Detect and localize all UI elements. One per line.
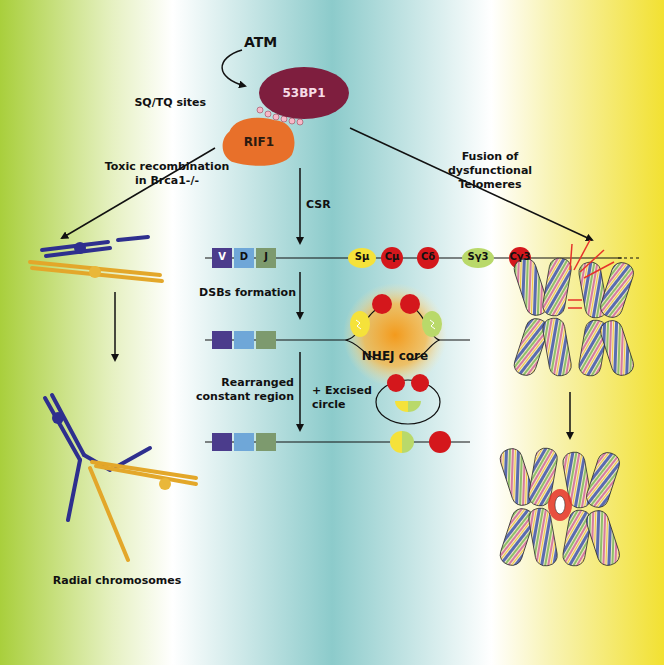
diagram-label: Cμ — [379, 251, 405, 264]
diagram-label: + Excised circle — [312, 384, 372, 412]
protein-blob: RIF1 — [220, 116, 298, 168]
diagram-label: ATM — [244, 34, 294, 52]
diagram-label: Toxic recombination in Brca1-/- — [102, 160, 232, 188]
diagram-label: Sγ3 — [460, 251, 496, 264]
diagram-label: SQ/TQ sites — [126, 96, 206, 110]
diagram-label: D — [234, 251, 254, 264]
diagram-label: CSR — [306, 198, 346, 212]
diagram-label: Sμ — [346, 251, 378, 264]
diagram-label: J — [256, 251, 276, 264]
diagram-label: Rearranged constant region — [196, 376, 294, 404]
diagram-label: Radial chromosomes — [42, 574, 192, 588]
complex-label: NHEJ core — [350, 342, 440, 370]
diagram-label: DSBs formation — [196, 286, 296, 300]
node-outline — [223, 118, 295, 166]
diagram-label: Cδ — [415, 251, 441, 264]
node-text: NHEJ core — [358, 347, 432, 365]
node-text: RIF1 — [240, 133, 278, 151]
diagram-label: Fusion of dysfunctional Telomeres — [420, 150, 560, 191]
node-outline — [259, 67, 349, 119]
node-text: 53BP1 — [279, 84, 330, 102]
diagram-label: V — [212, 251, 232, 264]
diagram-label: Cγ3 — [505, 251, 535, 264]
protein-ellipse: 53BP1 — [258, 66, 350, 120]
